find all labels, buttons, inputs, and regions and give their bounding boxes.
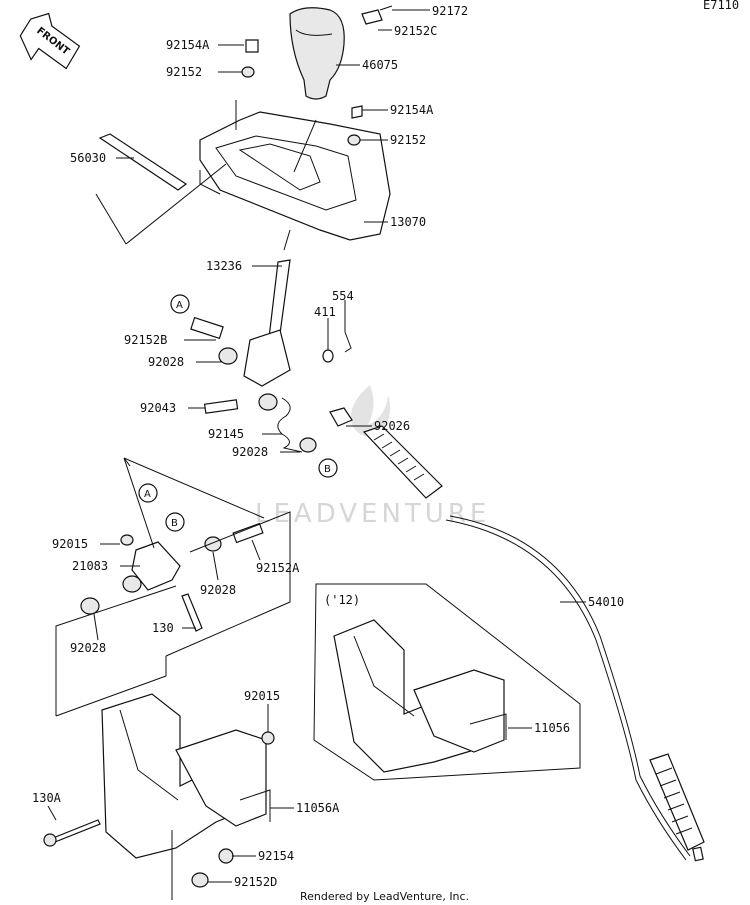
part-label-54010[interactable]: 54010 [588, 595, 624, 609]
part-label-11056A[interactable]: 11056A [296, 801, 340, 815]
callout-b-top: B [318, 458, 338, 478]
part-label-92028-d[interactable]: 92028 [70, 641, 106, 655]
part-label-92152-top[interactable]: 92152 [166, 65, 202, 79]
footer-credit: Rendered by LeadVenture, Inc. [300, 890, 469, 903]
pivot-parts [190, 316, 353, 453]
svg-text:A: A [176, 300, 183, 311]
part-label-130[interactable]: 130 [152, 621, 174, 635]
part-label-92152-mid[interactable]: 92152 [390, 133, 426, 147]
part-label-46075[interactable]: 46075 [362, 58, 398, 72]
part-label-21083[interactable]: 21083 [72, 559, 108, 573]
part-label-411[interactable]: 411 [314, 305, 336, 319]
callout-a-top: A [170, 294, 190, 314]
part-label-92154[interactable]: 92154 [258, 849, 294, 863]
svg-text:B: B [324, 464, 331, 475]
part-label-92154A-top[interactable]: 92154A [166, 38, 210, 52]
part-label-130A[interactable]: 130A [32, 791, 62, 805]
callout-b-bottom: B [165, 512, 185, 532]
watermark-text: LEADVENTURE [255, 499, 490, 529]
svg-text:A: A [144, 489, 151, 500]
shift-knob [289, 7, 345, 100]
shift-console [199, 111, 391, 241]
top-small-parts [241, 5, 393, 146]
year-note: ('12) [324, 593, 360, 607]
part-label-554[interactable]: 554 [332, 289, 354, 303]
part-label-13070[interactable]: 13070 [390, 215, 426, 229]
part-label-92152C[interactable]: 92152C [394, 24, 437, 38]
part-label-92015-b[interactable]: 92015 [244, 689, 280, 703]
part-label-92028-c[interactable]: 92028 [200, 583, 236, 597]
part-label-92028-b[interactable]: 92028 [232, 445, 268, 459]
part-label-13236[interactable]: 13236 [206, 259, 242, 273]
leadventure-watermark: LEADVENTURE [255, 385, 490, 529]
part-label-92172[interactable]: 92172 [432, 4, 468, 18]
inset-2012-bracket: ('12) [313, 583, 581, 781]
front-arrow-icon: FRONT [19, 12, 81, 70]
leader-lines [47, 9, 586, 900]
part-label-92043[interactable]: 92043 [140, 401, 176, 415]
part-label-92026[interactable]: 92026 [374, 419, 410, 433]
part-label-11056[interactable]: 11056 [534, 721, 570, 735]
svg-text:B: B [171, 518, 178, 529]
bracket-56030 [98, 133, 188, 191]
part-label-92028-a[interactable]: 92028 [148, 355, 184, 369]
pivot-bracket-21083 [80, 522, 264, 632]
callout-a-bottom: A [138, 483, 158, 503]
mounting-bracket-11056A [43, 693, 275, 888]
part-label-92152D[interactable]: 92152D [234, 875, 277, 889]
part-label-92152B[interactable]: 92152B [124, 333, 167, 347]
part-label-92145[interactable]: 92145 [208, 427, 244, 441]
part-label-92152A[interactable]: 92152A [256, 561, 300, 575]
diagram-code: E7110 [703, 0, 739, 12]
part-label-56030[interactable]: 56030 [70, 151, 106, 165]
part-label-92154A-mid[interactable]: 92154A [390, 103, 434, 117]
part-label-92015-a[interactable]: 92015 [52, 537, 88, 551]
shift-lever [243, 259, 291, 387]
shift-cable [362, 425, 705, 862]
